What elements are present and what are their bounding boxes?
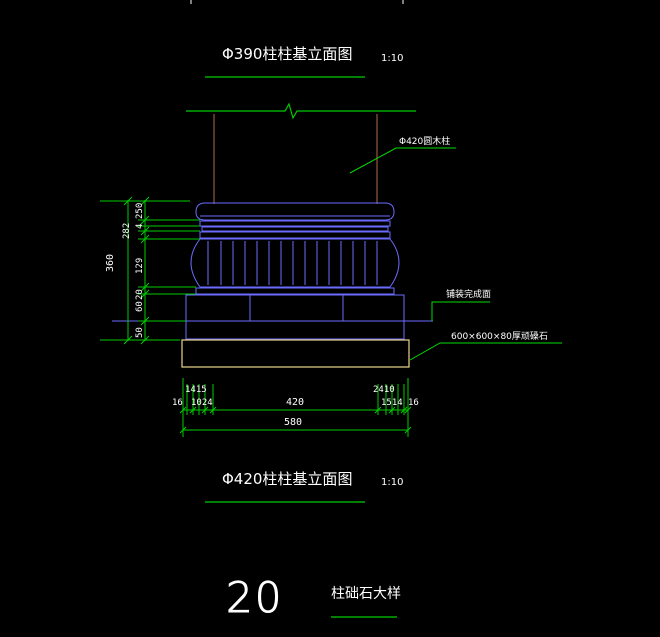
break-line [186,102,416,120]
dim-16-right: 16 [408,398,419,408]
column-base [185,202,405,340]
dim-129: 129 [135,258,145,274]
dim-1024: 1024 [191,398,213,408]
dim-282: 282 [122,223,132,239]
stone-slab [181,339,410,368]
dim-50: 50 [135,327,145,338]
dim-250: 250 [135,203,145,219]
column-shaft [213,114,378,204]
top-title: Φ390柱柱基立面图 [222,45,352,63]
dim-16-left: 16 [172,398,183,408]
dim-4: 4 [135,224,145,229]
pavement-annotation: 铺装完成面 [446,288,491,300]
dim-60: 60 [135,301,145,312]
stone-annotation: 600×600×80厚顽磉石 [451,331,548,342]
dim-20: 20 [135,289,145,300]
leaders [349,147,562,361]
detail-title: 柱础石大样 [331,586,401,602]
drum-flutes [207,241,378,285]
horizontal-dimensions [179,378,412,437]
horizontal-dimension-labels: 1415 16 1024 420 2410 1514 16 580 [172,385,419,428]
dim-360: 360 [105,254,116,272]
top-scale: 1:10 [381,53,403,64]
dim-580: 580 [284,417,302,428]
detail-number: 20 [226,573,283,622]
dim-1415: 1415 [185,385,207,395]
column-annotation: Φ420圆木柱 [399,135,450,147]
dim-1514: 1514 [381,398,403,408]
dim-420: 420 [286,397,304,408]
vertical-dimension-labels: 360 282 4 250 129 20 60 50 [105,203,145,338]
mid-scale: 1:10 [381,477,403,488]
dim-2410: 2410 [373,385,395,395]
mid-title: Φ420柱柱基立面图 [222,470,352,488]
vertical-dimensions [100,196,200,345]
